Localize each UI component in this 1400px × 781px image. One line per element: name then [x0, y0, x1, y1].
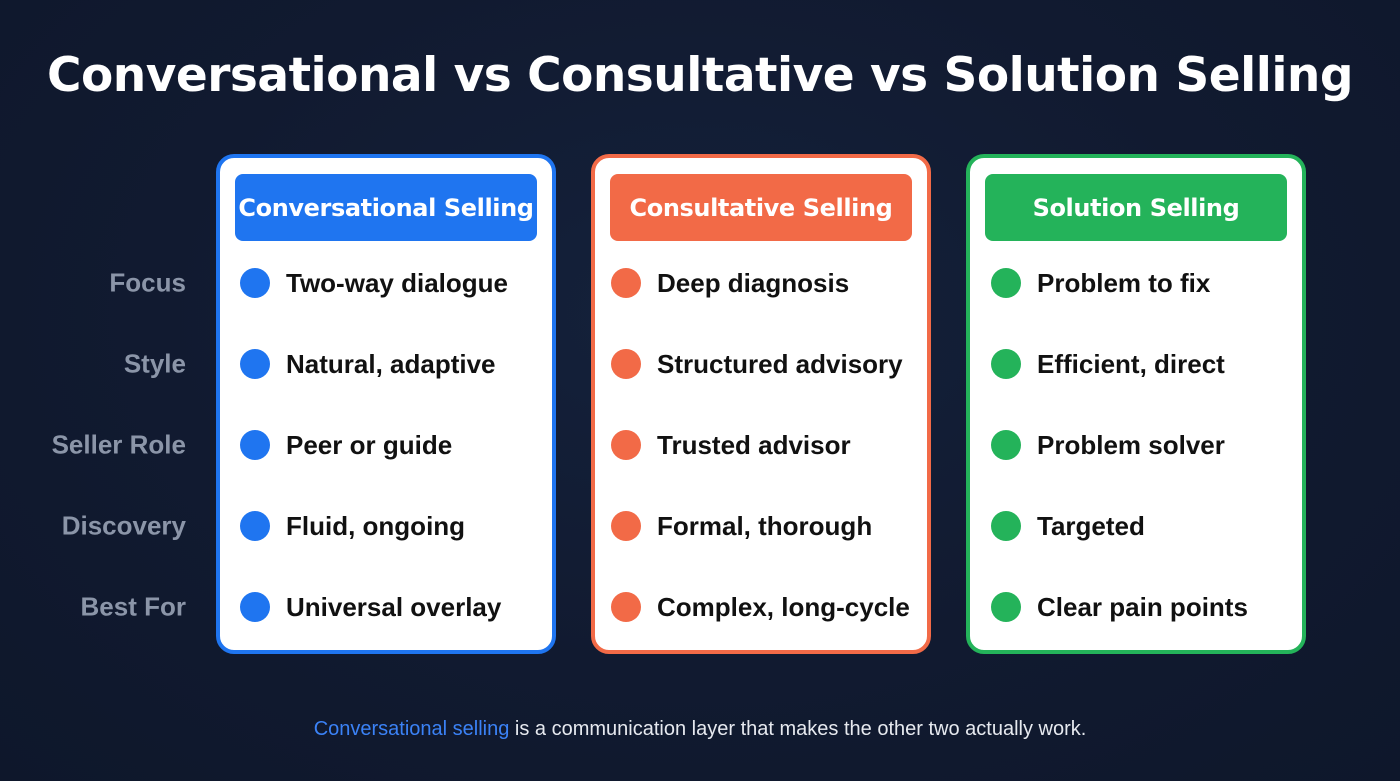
bullet-dot-icon	[991, 430, 1021, 460]
footer-caption: Conversational selling is a communicatio…	[0, 718, 1400, 741]
card-header: Consultative Selling	[610, 174, 912, 241]
list-item: Targeted	[991, 506, 1292, 546]
list-item: Complex, long-cycle	[611, 587, 917, 627]
list-item: Fluid, ongoing	[240, 506, 542, 546]
footer-text: is a communication layer that makes the …	[509, 718, 1087, 740]
list-item: Structured advisory	[611, 344, 917, 384]
bullet-dot-icon	[991, 592, 1021, 622]
list-item: Formal, thorough	[611, 506, 917, 546]
item-text: Universal overlay	[286, 591, 502, 622]
bullet-dot-icon	[611, 430, 641, 460]
list-item: Efficient, direct	[991, 344, 1292, 384]
item-text: Natural, adaptive	[286, 348, 496, 379]
list-item: Deep diagnosis	[611, 263, 917, 303]
card-solution-selling: Solution Selling Problem to fix Efficien…	[966, 154, 1306, 654]
list-item: Universal overlay	[240, 587, 542, 627]
item-text: Peer or guide	[286, 429, 453, 460]
bullet-dot-icon	[611, 349, 641, 379]
card-conversational-selling: Conversational Selling Two-way dialogue …	[216, 154, 556, 654]
row-label-discovery: Discovery	[61, 510, 186, 541]
bullet-dot-icon	[611, 592, 641, 622]
item-text: Formal, thorough	[657, 510, 873, 541]
list-item: Problem solver	[991, 425, 1292, 465]
list-item: Problem to fix	[991, 263, 1292, 303]
footer-highlight: Conversational selling	[313, 718, 510, 740]
item-text: Targeted	[1037, 510, 1145, 541]
card-consultative-selling: Consultative Selling Deep diagnosis Stru…	[591, 154, 931, 654]
bullet-dot-icon	[611, 511, 641, 541]
item-text: Deep diagnosis	[657, 267, 850, 298]
list-item: Peer or guide	[240, 425, 542, 465]
item-text: Fluid, ongoing	[286, 510, 466, 541]
bullet-dot-icon	[611, 268, 641, 298]
list-item: Clear pain points	[991, 587, 1292, 627]
row-label-style: Style	[123, 348, 186, 379]
item-text: Clear pain points	[1037, 591, 1248, 622]
row-label-seller-role: Seller Role	[51, 429, 186, 460]
bullet-dot-icon	[240, 268, 270, 298]
list-item: Natural, adaptive	[240, 344, 542, 384]
item-text: Problem to fix	[1037, 267, 1211, 298]
card-header: Solution Selling	[985, 174, 1287, 241]
bullet-dot-icon	[240, 430, 270, 460]
bullet-dot-icon	[991, 511, 1021, 541]
item-text: Two-way dialogue	[286, 267, 508, 298]
row-label-focus: Focus	[109, 267, 186, 298]
bullet-dot-icon	[240, 349, 270, 379]
item-text: Efficient, direct	[1037, 348, 1225, 379]
item-text: Complex, long-cycle	[657, 591, 910, 622]
bullet-dot-icon	[240, 511, 270, 541]
list-item: Two-way dialogue	[240, 263, 542, 303]
item-text: Problem solver	[1037, 429, 1225, 460]
page-title: Conversational vs Consultative vs Soluti…	[46, 48, 1354, 103]
item-text: Structured advisory	[657, 348, 903, 379]
bullet-dot-icon	[991, 268, 1021, 298]
bullet-dot-icon	[991, 349, 1021, 379]
list-item: Trusted advisor	[611, 425, 917, 465]
card-header: Conversational Selling	[235, 174, 537, 241]
bullet-dot-icon	[240, 592, 270, 622]
row-label-best-for: Best For	[80, 591, 186, 622]
item-text: Trusted advisor	[657, 429, 851, 460]
